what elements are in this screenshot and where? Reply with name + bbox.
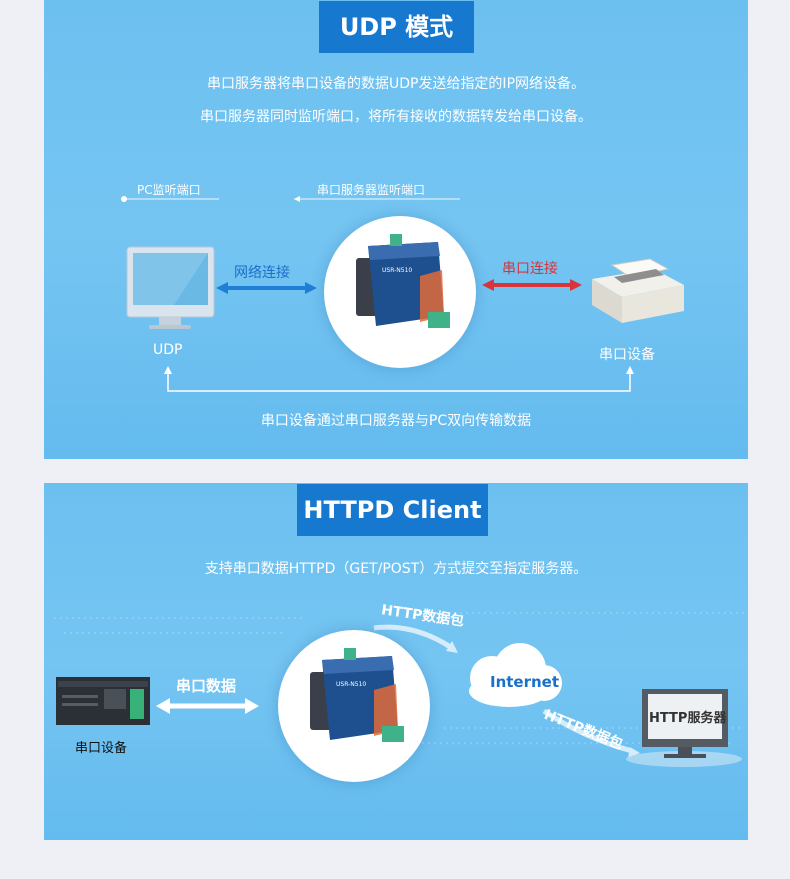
httpd-client-panel: HTTPD Client 支持串口数据HTTPD（GET/POST）方式提交至指…	[44, 483, 748, 840]
pc-listen-port-label: PC监听端口	[137, 183, 201, 197]
udp-description-line1: 串口服务器将串口设备的数据UDP发送给指定的IP网络设备。	[206, 76, 586, 92]
httpd-serial-server-device-icon: USR-N510	[310, 648, 404, 742]
network-link-label: 网络连接	[234, 265, 290, 281]
udp-device-model-text: USR-N510	[382, 267, 412, 274]
pc-udp-label: UDP	[153, 342, 183, 358]
http-server-label: HTTP服务器	[649, 711, 727, 726]
serial-data-label: 串口数据	[176, 677, 237, 695]
httpd-description: 支持串口数据HTTPD（GET/POST）方式提交至指定服务器。	[204, 561, 588, 577]
serial-link-label: 串口连接	[502, 261, 558, 277]
udp-connection-lines	[121, 196, 634, 392]
udp-section-title: UDP 模式	[319, 1, 474, 53]
udp-bottom-caption: 串口设备通过串口服务器与PC双向传输数据	[260, 413, 532, 429]
httpd-device-model-text: USR-N510	[336, 681, 366, 688]
serial-server-circle: USR-N510	[324, 216, 476, 368]
serial-device-label: 串口设备	[599, 347, 655, 363]
serial-server-device-icon: USR-N510	[356, 234, 450, 328]
http-server-monitor-icon	[626, 689, 742, 767]
cloud-icon	[469, 643, 562, 707]
monitor-icon	[126, 246, 215, 329]
httpd-connection-lines	[54, 612, 744, 767]
plc-device-icon	[56, 677, 150, 725]
udp-description-line2: 串口服务器同时监听端口，将所有接收的数据转发给串口设备。	[200, 109, 592, 125]
udp-mode-panel: UDP 模式 串口服务器将串口设备的数据UDP发送给指定的IP网络设备。 串口服…	[44, 0, 748, 459]
printer-icon	[592, 258, 684, 323]
internet-label: Internet	[490, 673, 560, 691]
httpd-section-title: HTTPD Client	[297, 484, 488, 536]
httpd-serial-device-label: 串口设备	[75, 741, 128, 756]
httpd-serial-server-circle: USR-N510	[278, 630, 430, 782]
server-listen-port-label: 串口服务器监听端口	[317, 183, 426, 197]
